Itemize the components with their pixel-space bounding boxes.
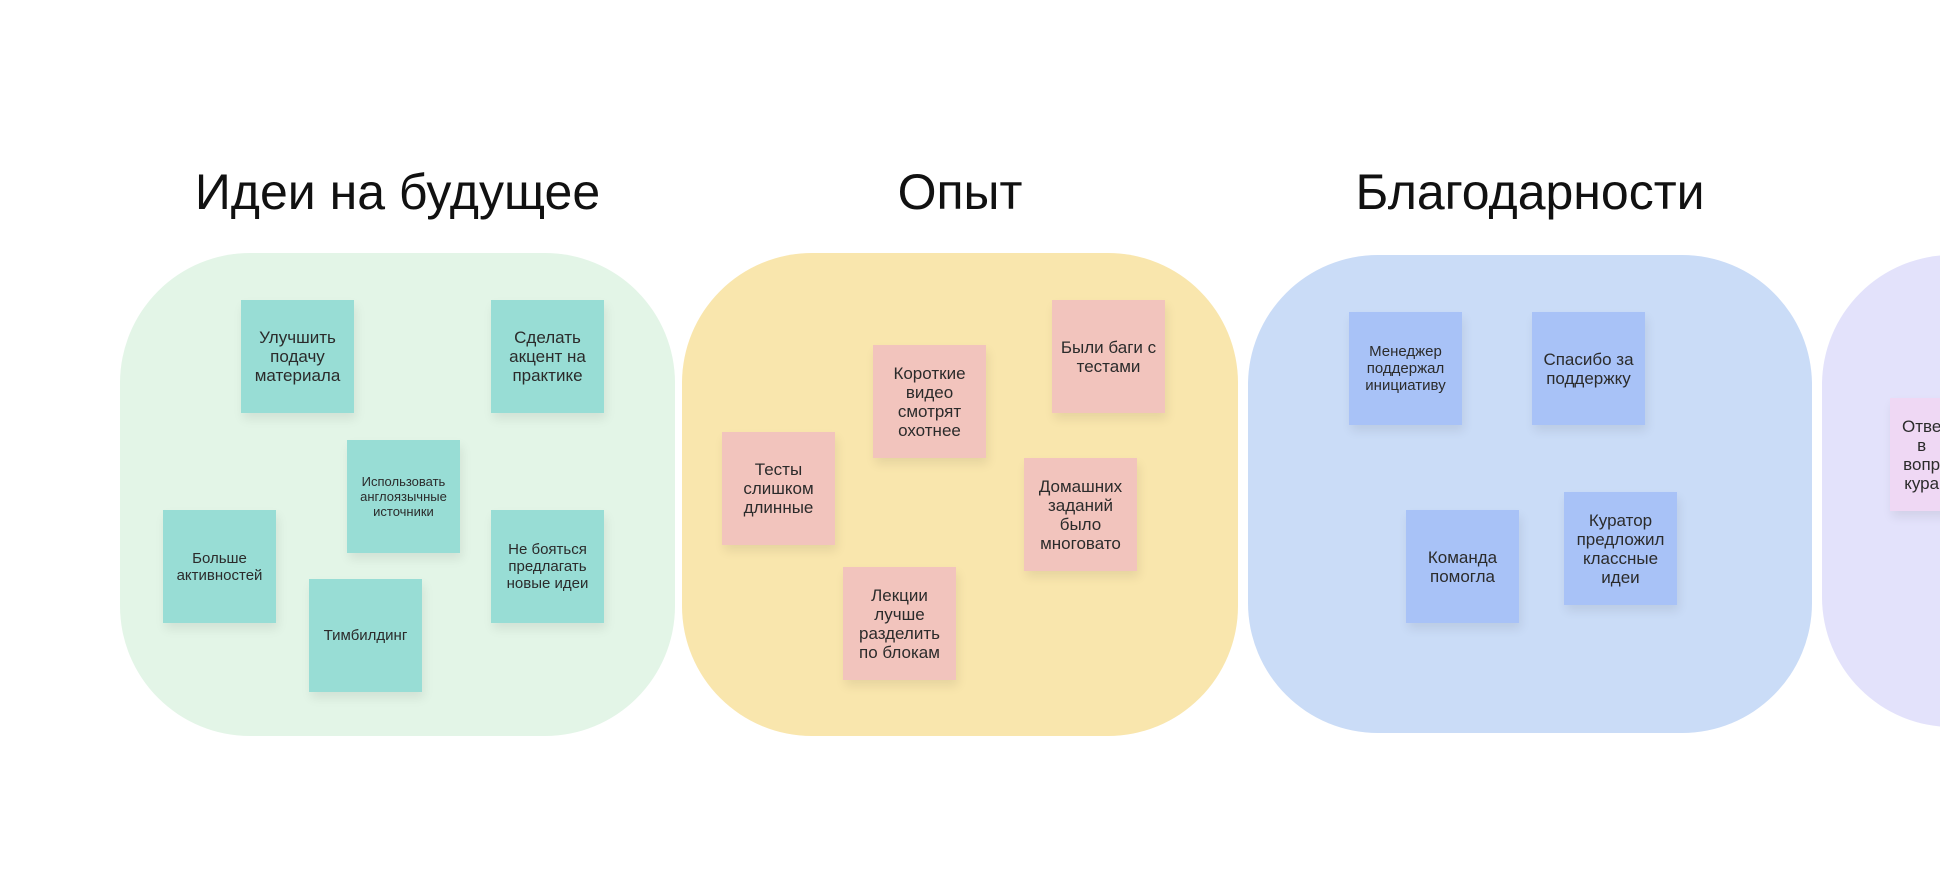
- column-thanks-title[interactable]: Благодарности: [1355, 164, 1705, 220]
- sticky-note-text: Тимбилдинг: [323, 627, 408, 644]
- sticky-note-text: Не бояться предлагать новые идеи: [506, 541, 589, 592]
- sticky-note[interactable]: Короткие видео смотрят охотнее: [873, 345, 986, 458]
- sticky-note[interactable]: Не бояться предлагать новые идеи: [491, 510, 604, 623]
- sticky-note[interactable]: Больше активностей: [163, 510, 276, 623]
- sticky-note[interactable]: Использовать англоязычные источники: [347, 440, 460, 553]
- sticky-note[interactable]: Отве в вопр кура: [1890, 398, 1940, 511]
- sticky-note-text: Команда помогла: [1427, 547, 1498, 586]
- sticky-note[interactable]: Тесты слишком длинные: [722, 432, 835, 545]
- sticky-note-text: Использовать англоязычные источники: [360, 474, 447, 519]
- sticky-note-text: Спасибо за поддержку: [1543, 349, 1634, 388]
- column-ideas-title[interactable]: Идеи на будущее: [194, 164, 601, 220]
- sticky-note[interactable]: Спасибо за поддержку: [1532, 312, 1645, 425]
- sticky-note[interactable]: Команда помогла: [1406, 510, 1519, 623]
- column-experience-title[interactable]: Опыт: [897, 164, 1023, 220]
- sticky-note[interactable]: Тимбилдинг: [309, 579, 422, 692]
- sticky-note-text: Тесты слишком длинные: [743, 460, 814, 517]
- sticky-note-text: Лекции лучше разделить по блокам: [858, 585, 940, 662]
- sticky-note[interactable]: Сделать акцент на практике: [491, 300, 604, 413]
- sticky-note[interactable]: Улучшить подачу материала: [241, 300, 354, 413]
- sticky-note[interactable]: Куратор предложил классные идеи: [1564, 492, 1677, 605]
- sticky-note-text: Менеджер поддержал инициативу: [1365, 343, 1446, 394]
- sticky-note-text: Короткие видео смотрят охотнее: [893, 363, 966, 440]
- sticky-note-text: Куратор предложил классные идеи: [1576, 510, 1665, 587]
- sticky-note-text: Домашних заданий было многовато: [1038, 476, 1123, 553]
- column-thanks-area: [1248, 255, 1812, 733]
- sticky-note-text: Больше активностей: [176, 549, 263, 584]
- sticky-note-text: Сделать акцент на практике: [509, 328, 586, 385]
- sticky-note[interactable]: Лекции лучше разделить по блокам: [843, 567, 956, 680]
- sticky-note-text: Отве в вопр кура: [1902, 416, 1940, 493]
- sticky-note-text: Были баги с тестами: [1060, 337, 1157, 376]
- sticky-note-text: Улучшить подачу материала: [254, 328, 341, 385]
- sticky-note[interactable]: Были баги с тестами: [1052, 300, 1165, 413]
- sticky-note[interactable]: Менеджер поддержал инициативу: [1349, 312, 1462, 425]
- sticky-note[interactable]: Домашних заданий было многовато: [1024, 458, 1137, 571]
